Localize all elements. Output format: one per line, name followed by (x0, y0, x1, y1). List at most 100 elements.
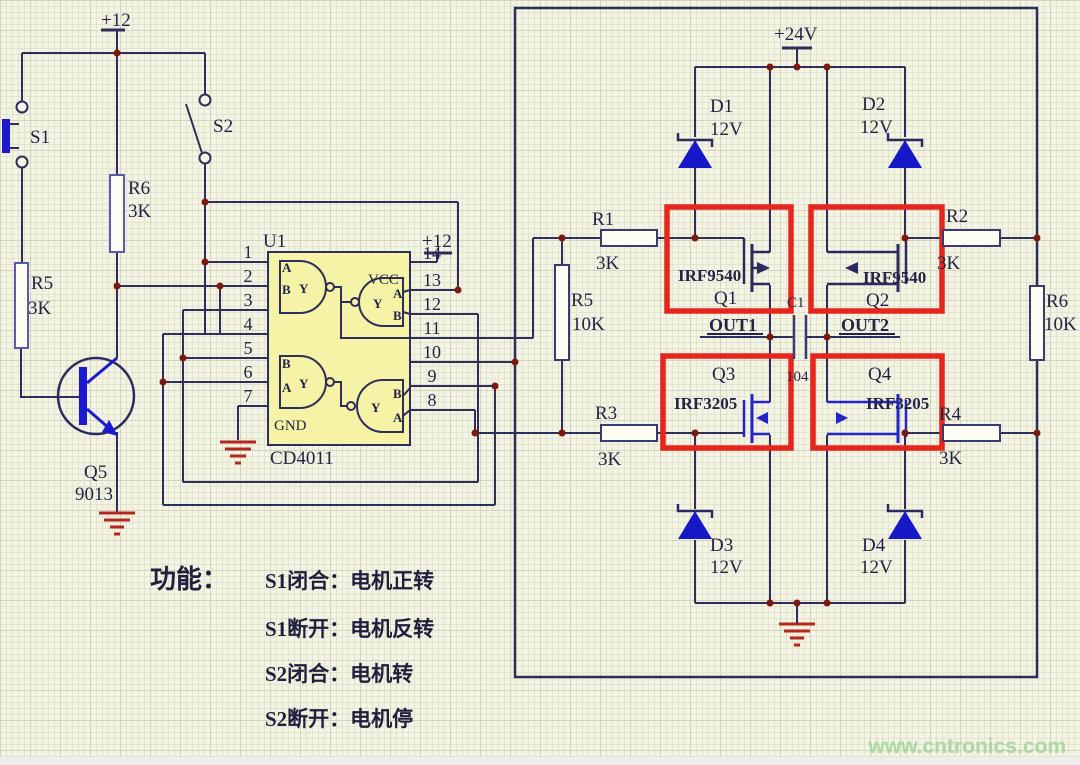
wires-bridge-section (475, 6, 1039, 679)
capacitor-value: 104 (786, 369, 809, 385)
gate-input-label: A (282, 380, 292, 395)
switch-s1: S1 (2, 100, 50, 169)
pin-number: 6 (244, 362, 253, 382)
transistor-q5: Q5 9013 (56, 356, 136, 505)
bottom-border-band (0, 757, 1080, 765)
gate-output-label: Y (373, 296, 383, 311)
gate-input-label: B (393, 308, 402, 323)
resistor-r5-left: R5 3K (14, 262, 53, 349)
gate-input-label: B (282, 282, 291, 297)
net-labels: OUT1 OUT2 (707, 315, 895, 335)
diode-value: 12V (710, 557, 743, 578)
ic-part-number: CD4011 (270, 448, 334, 469)
pin-number: 2 (244, 266, 253, 286)
highlight-box-q2 (808, 204, 945, 314)
note-line: S2闭合：电机转 (265, 662, 413, 686)
wire (402, 311, 411, 315)
resistor-value: 3K (939, 448, 963, 469)
pin-number: 5 (244, 338, 253, 358)
resistor-ref: R4 (939, 404, 962, 425)
gate-input-label: B (393, 386, 402, 401)
note-line: S1闭合：电机正转 (265, 569, 434, 593)
pin-number: 11 (423, 318, 440, 338)
diode-ref: D3 (710, 535, 733, 556)
resistor-r2: R2 3K (937, 206, 1001, 274)
wire (334, 286, 342, 302)
resistor-ref: R5 (31, 273, 53, 294)
emitter-arrow (102, 420, 118, 436)
highlight-box-q1 (664, 204, 794, 314)
resistor-ref: R1 (592, 209, 614, 230)
nand-gate-4 (356, 379, 404, 433)
resistor-ref: R2 (946, 206, 968, 227)
resistor-r6-10k: R6 10K (1029, 285, 1077, 361)
switch-s2: S2 (185, 93, 233, 165)
resistor-value: 3K (28, 298, 52, 319)
mosfet-q3: IRF3205 Q3 (674, 364, 770, 443)
capacitor-c1: C1 104 (786, 295, 809, 385)
resistor-value: 3K (596, 253, 620, 274)
mosfet-ref: Q1 (714, 288, 737, 309)
pin-number: 14 (423, 243, 441, 263)
gate-input-label: A (282, 260, 292, 275)
highlight-box-q4 (810, 353, 945, 451)
ic-body (267, 251, 411, 446)
wires-left-section (20, 28, 534, 512)
pin-number: 10 (423, 342, 441, 362)
ic-vcc-power-label: +12 (422, 231, 452, 252)
resistor-r4: R4 3K (939, 404, 1001, 469)
junction-dots (113, 49, 1041, 607)
mosfet-ref: Q3 (712, 364, 735, 385)
ground-symbol-ic (220, 440, 256, 465)
switch-ref: S1 (30, 127, 50, 148)
zener-diode-d1: D1 12V (676, 96, 743, 168)
mosfet-part: IRF9540 (863, 268, 926, 287)
mosfet-q1: IRF9540 Q1 (678, 238, 770, 309)
power-label-24v: +24V (774, 24, 818, 45)
resistor-value: 3K (937, 253, 961, 274)
diode-ref: D2 (862, 94, 885, 115)
resistor-r1: R1 3K (592, 209, 658, 274)
ic-ref: U1 (263, 231, 286, 252)
gate-output-label: Y (371, 400, 381, 415)
note-line: S1断开：电机反转 (265, 617, 434, 641)
diode-ref: D4 (862, 535, 886, 556)
mosfet-q4: IRF3205 Q4 (827, 364, 929, 443)
ic-u1-cd4011: A B Y B A Y A B Y B A Y U1 VCC GND CD401… (244, 231, 452, 469)
resistor-value: 10K (1044, 314, 1077, 335)
diode-value: 12V (860, 557, 893, 578)
mosfet-ref: Q2 (866, 290, 889, 311)
pushbutton-actuator (2, 119, 10, 153)
capacitor-ref: C1 (787, 295, 805, 311)
zener-diode-d4: D4 12V (860, 504, 924, 578)
notes-heading: 功能： (150, 564, 228, 594)
highlight-box-q3 (660, 353, 794, 451)
resistor-ref: R5 (571, 290, 593, 311)
gate-output-label: Y (299, 376, 309, 391)
out1-label: OUT1 (709, 315, 757, 335)
diode-value: 12V (710, 119, 743, 140)
zener-diode-d3: D3 12V (676, 504, 743, 578)
wire (402, 387, 411, 397)
wire (402, 289, 411, 293)
pin-number: 4 (244, 314, 253, 334)
resistor-r6-left: R6 3K (109, 174, 152, 253)
pin-number: 9 (428, 366, 437, 386)
highlight-boxes (660, 204, 945, 451)
resistor-ref: R6 (1046, 291, 1068, 312)
resistor-r3: R3 3K (595, 403, 658, 470)
resistor-value: 3K (128, 201, 152, 222)
mosfet-part: IRF3205 (674, 394, 737, 413)
pin-number: 8 (428, 390, 437, 410)
resistor-r5-10k: R5 10K (554, 264, 605, 361)
resistor-ref: R6 (128, 178, 150, 199)
mosfet-ref: Q4 (868, 364, 892, 385)
resistor-value: 10K (572, 314, 605, 335)
gate-output-label: Y (299, 281, 309, 296)
diode-ref: D1 (710, 96, 733, 117)
switch-ref: S2 (213, 116, 233, 137)
wire (334, 381, 347, 407)
transistor-base-bar (79, 367, 87, 425)
